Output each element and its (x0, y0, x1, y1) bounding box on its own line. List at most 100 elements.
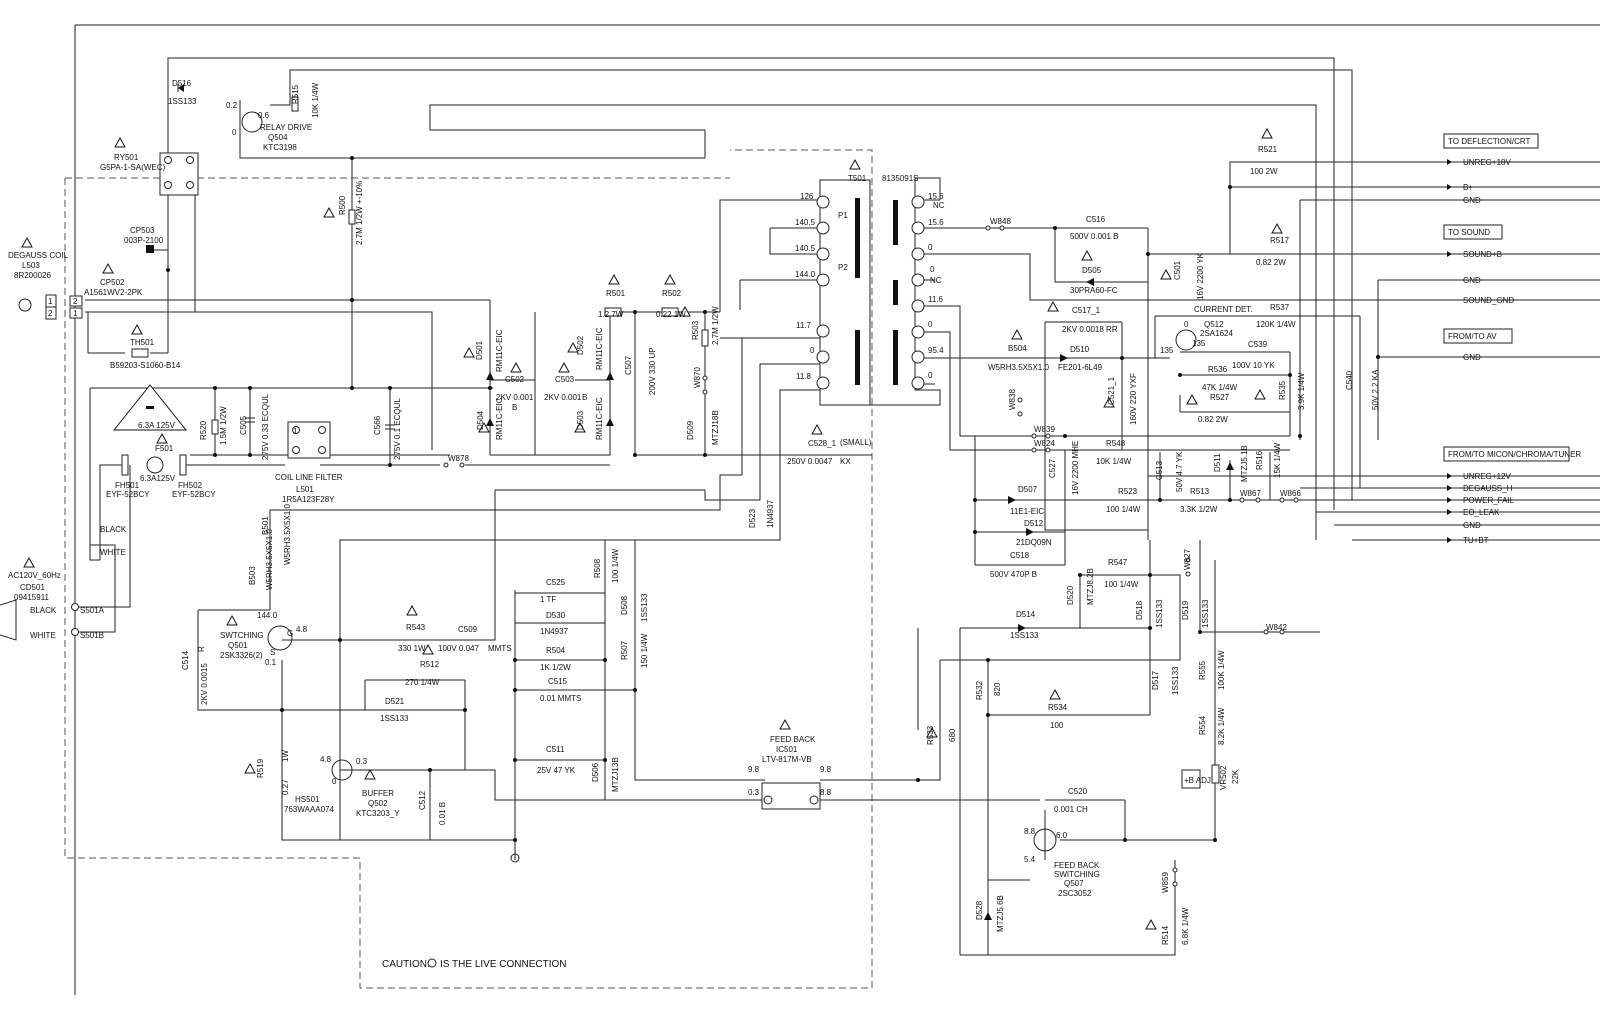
label-w859: W859 (1161, 872, 1170, 893)
label-feedback-switching: SWITCHING (1054, 870, 1100, 879)
transistor-q512 (1175, 329, 1197, 351)
value-fh501: EYF-52BCY (106, 490, 150, 499)
label-r535: R535 (1278, 380, 1287, 400)
voltage: 0.3 (356, 757, 368, 766)
label-w870: W870 (693, 367, 702, 388)
voltage: 11.7 (796, 321, 812, 330)
type-label: MMTS (488, 644, 512, 653)
warning-icon (1261, 127, 1273, 139)
label-r533: R533 (926, 725, 935, 745)
connector-cp503 (146, 245, 154, 253)
value-d518: 1SS133 (1155, 599, 1164, 628)
warning-icon (1049, 688, 1061, 700)
voltage: 11.8 (796, 372, 812, 381)
ac-plug (0, 599, 17, 641)
live-ground-symbol (510, 853, 520, 863)
value-q502: KTC3203_Y (356, 809, 400, 818)
signal-tubt: TU+BT (1463, 536, 1489, 545)
warning-icon (226, 614, 238, 626)
label-d514: D514 (1016, 610, 1036, 619)
warning-icon (478, 421, 490, 433)
voltage: 0.1 (265, 658, 277, 667)
transformer-t501 (855, 198, 898, 385)
label-d503: D503 (576, 410, 585, 430)
label-r504: R504 (546, 646, 566, 655)
label-r534: R534 (1048, 703, 1068, 712)
diode-d505 (1086, 278, 1094, 286)
voltage: 5.4 (1024, 855, 1036, 864)
optocoupler-ic501 (761, 782, 821, 810)
live-connection-symbol (427, 958, 437, 968)
label-current-det: CURRENT DET. (1194, 305, 1253, 314)
label-r501: R501 (606, 289, 626, 298)
label-c525: C525 (546, 578, 566, 587)
value-r537: 120K 1/4W (1256, 320, 1296, 329)
label-q502: Q502 (368, 799, 388, 808)
label-r513: R513 (1190, 487, 1210, 496)
value-r519: 0.27 (281, 779, 290, 795)
label-c540: C540 (1345, 370, 1354, 390)
resistor-r502 (661, 307, 679, 317)
value-c512: 0.01 B (438, 802, 447, 825)
warning-icon (244, 762, 256, 774)
warning-icon (1271, 222, 1283, 234)
diode-d502 (606, 372, 614, 380)
label-c502: C502 (505, 375, 525, 384)
warning-icon (779, 718, 791, 730)
resistor-r501 (604, 307, 622, 317)
warning-icon (1047, 300, 1059, 312)
signal-bplus: B+ (1463, 183, 1473, 192)
pin-label: 1 (48, 297, 53, 306)
label-caution-text: IS THE LIVE CONNECTION (440, 959, 567, 970)
value-c505: 275V 0.33 ECQUL (261, 393, 270, 460)
warning-icon (463, 346, 475, 358)
label-c527: C527 (1048, 458, 1057, 478)
label-q507: Q507 (1064, 879, 1084, 888)
label-r555: R555 (1198, 660, 1207, 680)
label-r512: R512 (420, 660, 440, 669)
value-d519: 1SS133 (1201, 599, 1210, 628)
value-c525: 1 TF (540, 595, 556, 604)
label-wire-color: BLACK (100, 525, 127, 534)
value-c520: 0.001 CH (1054, 805, 1088, 814)
value-cd501: 09415911 (14, 593, 50, 602)
value-r519-power: 1W (281, 750, 290, 762)
label-r532: R532 (975, 680, 984, 700)
value-r513: 3.3K 1/2W (1180, 505, 1218, 514)
label-c521: C521_1 (1107, 376, 1116, 405)
value-r536: 47K 1/4W (1202, 383, 1238, 392)
value-r502: 0.22 1W (656, 310, 686, 319)
value-r500: 2.7M 1/2W +-10% (355, 181, 364, 245)
label-c566: C566 (373, 415, 382, 435)
label-b501: B501 (261, 516, 270, 535)
label-d502: D502 (576, 335, 585, 355)
value-r517: 0.82 2W (1256, 258, 1286, 267)
value-d503: RM11C-EIC (595, 397, 604, 440)
label-w848: W848 (990, 217, 1011, 226)
voltage: 15.6 (928, 218, 944, 227)
signal-soundb: SOUND+B (1463, 250, 1502, 259)
label-c503: C503 (555, 375, 575, 384)
value-c527: 16V 2200 MHE (1071, 441, 1080, 495)
label-d519: D519 (1181, 600, 1190, 620)
label-coil-line-filter: COIL LINE FILTER (275, 473, 343, 482)
voltage: 8.8 (820, 788, 832, 797)
label-d505: D505 (1082, 266, 1102, 275)
value-r508: 100 1/4W (611, 548, 620, 583)
diode-d507 (1008, 496, 1016, 504)
label-f501: F501 (155, 444, 174, 453)
value-r523: 100 1/4W (1106, 505, 1141, 514)
signal-gnd: GND (1463, 353, 1481, 362)
value-c516: 500V 0.001 B (1070, 232, 1118, 241)
value-d501: RM11C-EIC (495, 329, 504, 372)
cp502-pin-1 (69, 307, 83, 319)
value-r520: 1.5M 1/2W (219, 406, 228, 445)
value-d516: 1SS133 (168, 97, 197, 106)
value-c566: 275V 0.1 ECQUL (393, 398, 402, 460)
connector-deflection: TO DEFLECTION/CRT (1448, 137, 1530, 146)
label-d523: D523 (748, 508, 757, 528)
value-r548: 10K 1/4W (1096, 457, 1132, 466)
label-d501: D501 (475, 340, 484, 360)
voltage: 11.6 (928, 295, 944, 304)
